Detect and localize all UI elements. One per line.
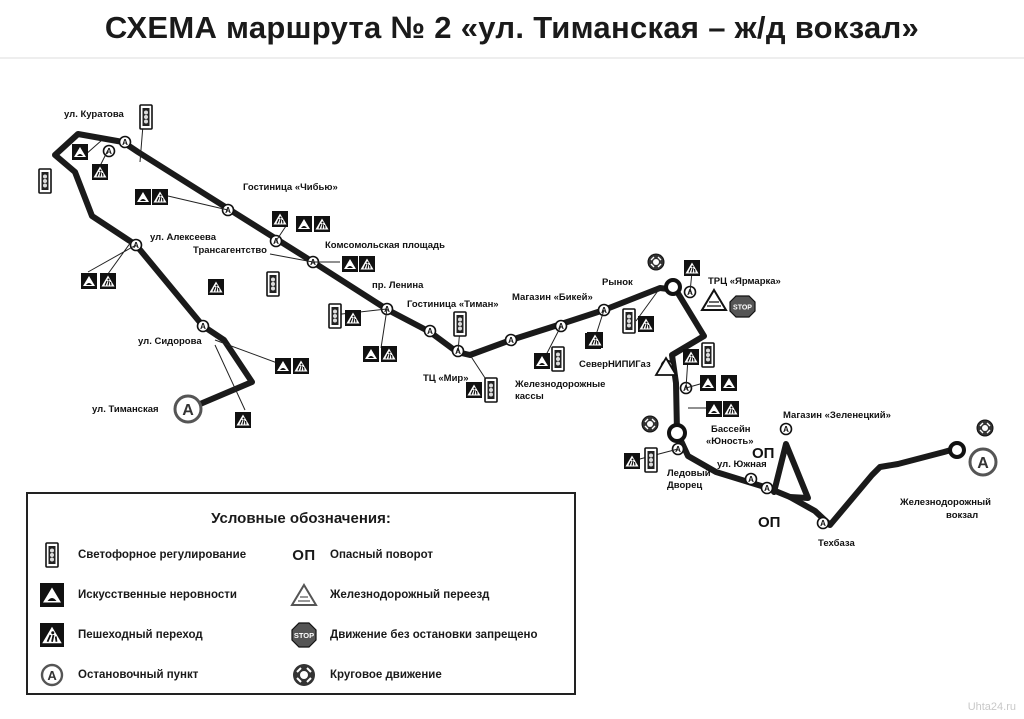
svg-text:ул. Тиманская: ул. Тиманская (92, 404, 159, 415)
svg-text:Железнодорожный: Железнодорожный (899, 497, 991, 508)
dangerous-turn-label-2: ОП (758, 514, 780, 531)
svg-text:ул. Алексеева: ул. Алексеева (150, 232, 217, 243)
roundabout-nodes (641, 253, 994, 459)
svg-text:Бассейн: Бассейн (711, 424, 751, 435)
svg-text:ул. Сидорова: ул. Сидорова (138, 336, 202, 347)
svg-text:Рынок: Рынок (602, 277, 633, 288)
legend-item-bus-stop: А Остановочный пункт (38, 662, 198, 688)
stop-sign: STOP (729, 295, 756, 318)
legend-title: Условные обозначения: (211, 510, 391, 527)
svg-text:Дворец: Дворец (667, 480, 702, 491)
svg-text:STOP: STOP (294, 631, 314, 640)
legend-item-pedestrian-crossing: Пешеходный переход (38, 622, 203, 648)
svg-text:вокзал: вокзал (946, 510, 978, 521)
route-line (52, 131, 961, 528)
speed-bump-icon (38, 582, 66, 608)
svg-text:пр. Ленина: пр. Ленина (372, 280, 424, 291)
svg-text:кассы: кассы (515, 391, 544, 402)
traffic-light-icon (38, 542, 66, 568)
terminal-stop-timanskaya: А (173, 394, 203, 424)
map-title: СХЕМА маршрута № 2 «ул. Тиманская – ж/д … (104, 10, 920, 45)
legend-item-railway-crossing: Железнодорожный переезд (290, 582, 489, 608)
svg-text:СеверНИПИГаз: СеверНИПИГаз (579, 359, 651, 370)
svg-text:Гостиница «Тиман»: Гостиница «Тиман» (407, 299, 499, 310)
watermark: Uhta24.ru (967, 701, 1016, 713)
legend-item-roundabout: Круговое движение (290, 662, 442, 688)
svg-text:STOP: STOP (733, 305, 752, 312)
stop-labels: ул. Куратова Гостиница «Чибью» ул. Алекс… (64, 109, 991, 549)
pedestrian-crossing-icon (38, 622, 66, 648)
legend-item-traffic-light: Светофорное регулирование (38, 542, 246, 568)
railway-crossing-sign-2 (654, 356, 678, 376)
svg-text:ул. Южная: ул. Южная (717, 459, 767, 470)
svg-text:Железнодорожные: Железнодорожные (514, 379, 605, 390)
svg-text:ТРЦ «Ярмарка»: ТРЦ «Ярмарка» (708, 276, 781, 287)
svg-text:Ледовый: Ледовый (667, 468, 711, 479)
roundabout-icon (290, 662, 318, 688)
svg-text:ТЦ «Мир»: ТЦ «Мир» (423, 373, 469, 384)
railway-crossing-sign (700, 288, 728, 311)
legend-item-speed-bump: Искусственные неровности (38, 582, 237, 608)
stop-sign-icon: STOP (290, 622, 318, 648)
legend-item-dangerous-turn: ОП Опасный поворот (290, 542, 433, 568)
svg-text:Магазин «Бикей»: Магазин «Бикей» (512, 292, 593, 303)
svg-text:Гостиница «Чибью»: Гостиница «Чибью» (243, 182, 338, 193)
dangerous-turn-label-1: ОП (752, 445, 774, 462)
svg-text:А: А (977, 455, 989, 472)
dangerous-turn-icon: ОП (292, 546, 316, 564)
svg-text:Техбаза: Техбаза (818, 538, 856, 549)
svg-text:А: А (47, 668, 57, 683)
svg-text:А: А (182, 402, 194, 419)
railway-crossing-icon (290, 582, 318, 608)
bus-stop-icon: А (38, 662, 66, 688)
svg-text:Магазин «Зеленецкий»: Магазин «Зеленецкий» (783, 410, 891, 421)
svg-text:Трансагентство: Трансагентство (193, 245, 267, 256)
legend-item-stop-sign: STOP Движение без остановки запрещено (290, 622, 538, 648)
map-legend: Условные обозначения: Светофорное регули… (26, 492, 576, 695)
terminal-stop-vokzal: А (968, 447, 998, 477)
svg-text:ул. Куратова: ул. Куратова (64, 109, 125, 120)
svg-text:Комсомольская площадь: Комсомольская площадь (325, 240, 445, 251)
svg-text:«Юность»: «Юность» (706, 436, 754, 447)
